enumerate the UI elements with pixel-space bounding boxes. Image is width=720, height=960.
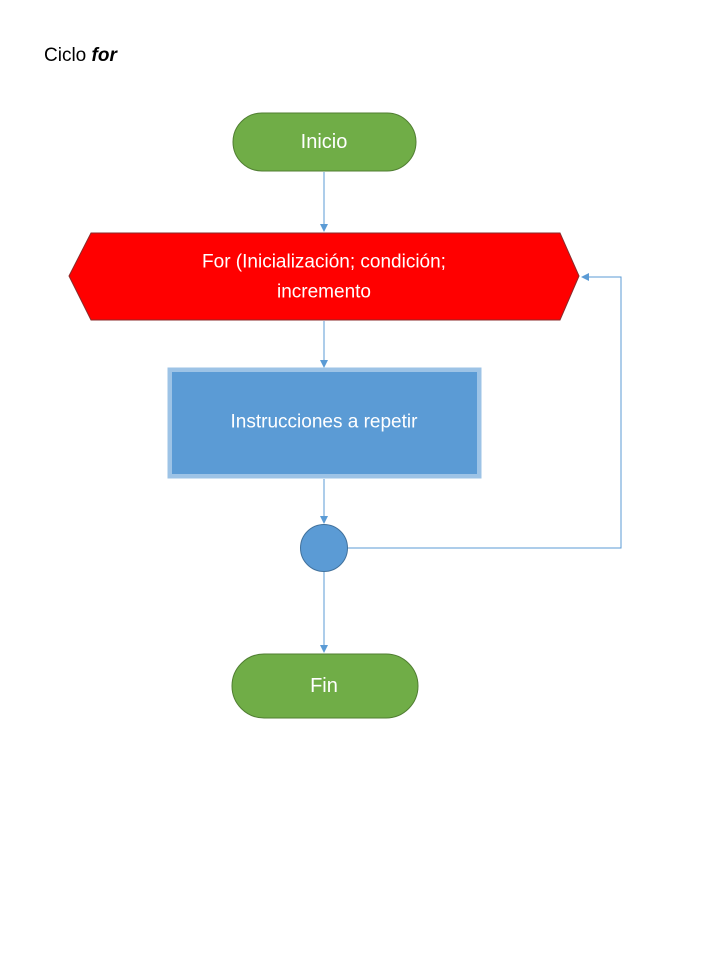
end-node-label: Fin [310,675,338,697]
body-node-label: Instrucciones a repetir [231,412,419,433]
junction-connector [300,524,348,572]
body-node: Instrucciones a repetir [167,367,482,479]
end-node: Fin [231,653,419,719]
start-node: Inicio [232,112,417,172]
start-node-label: Inicio [301,131,348,153]
arrow-loop-back [348,273,622,549]
page-title: Ciclo for [44,45,117,67]
page-title-prefix: Ciclo [44,45,92,66]
loop-node-line1: For (Inicialización; condición; [202,252,446,273]
loop-node-line2: incremento [277,282,371,303]
page-title-keyword: for [91,45,117,66]
loop-node: For (Inicialización; condición; incremen… [68,232,580,321]
